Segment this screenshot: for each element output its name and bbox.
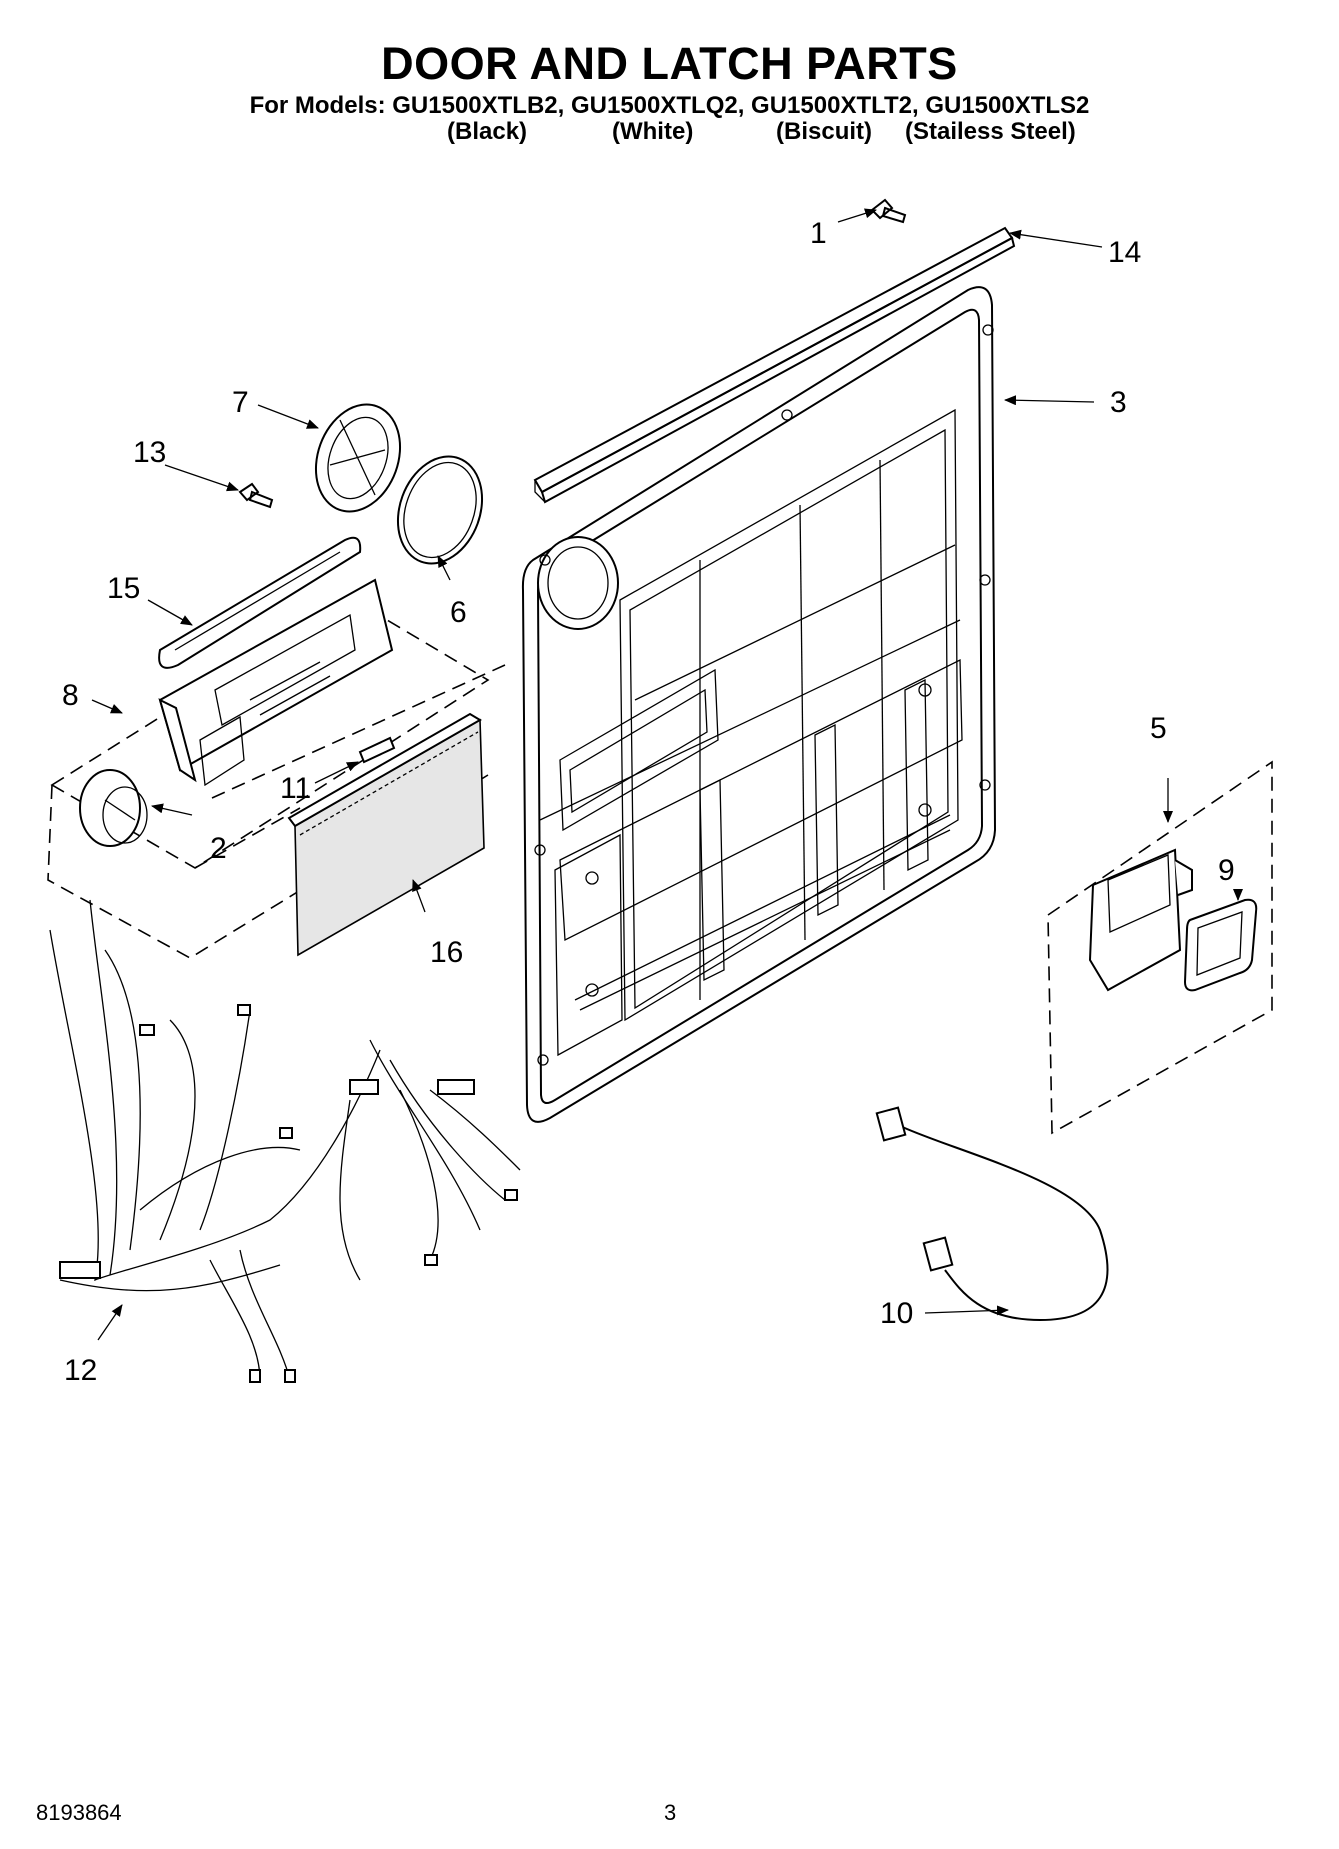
callout-9: 9 (1218, 854, 1235, 887)
vent-cap-part-7 (314, 403, 402, 513)
clip-part-11 (358, 736, 396, 764)
callout-15: 15 (107, 572, 140, 605)
vent-gasket-part-6 (396, 455, 484, 565)
callout-12: 12 (64, 1354, 97, 1387)
latch-housing-part-8 (47, 578, 490, 959)
callout-2: 2 (210, 832, 227, 865)
callout-5: 5 (1150, 712, 1167, 745)
callout-3: 3 (1110, 386, 1127, 419)
callout-1: 1 (810, 217, 827, 250)
color-black: (Black) (447, 118, 528, 145)
callout-10: 10 (880, 1297, 913, 1330)
color-white: (White) (612, 118, 694, 145)
leader-lines (91, 208, 1243, 1341)
callout-8: 8 (62, 679, 79, 712)
callout-7: 7 (232, 386, 249, 419)
document-number: 8193864 (36, 1800, 122, 1825)
handle-bar-part-15 (158, 536, 362, 669)
cable-part-10 (875, 1106, 1109, 1322)
page-number: 3 (664, 1800, 677, 1825)
models-line: For Models: GU1500XTLB2, GU1500XTLQ2, GU… (249, 92, 1090, 119)
color-biscuit: (Biscuit) (776, 118, 872, 145)
callout-6: 6 (450, 596, 467, 629)
latch-assembly-part-5 (1047, 760, 1273, 1135)
callout-13: 13 (133, 436, 166, 469)
callout-16: 16 (430, 936, 463, 969)
screw-part-1 (870, 198, 907, 224)
latch-knob-part-2 (79, 769, 148, 847)
page-title: DOOR AND LATCH PARTS (381, 38, 958, 89)
door-inner-panel (521, 286, 997, 1123)
callout-14: 14 (1108, 236, 1141, 269)
seal-part-9 (1183, 898, 1258, 992)
wire-harness-part-12 (49, 899, 521, 1383)
insulation-block-part-16 (287, 712, 485, 957)
callout-11: 11 (280, 772, 311, 805)
screw-part-13 (238, 482, 274, 509)
color-stainless-steel: (Stailess Steel) (905, 118, 1076, 145)
